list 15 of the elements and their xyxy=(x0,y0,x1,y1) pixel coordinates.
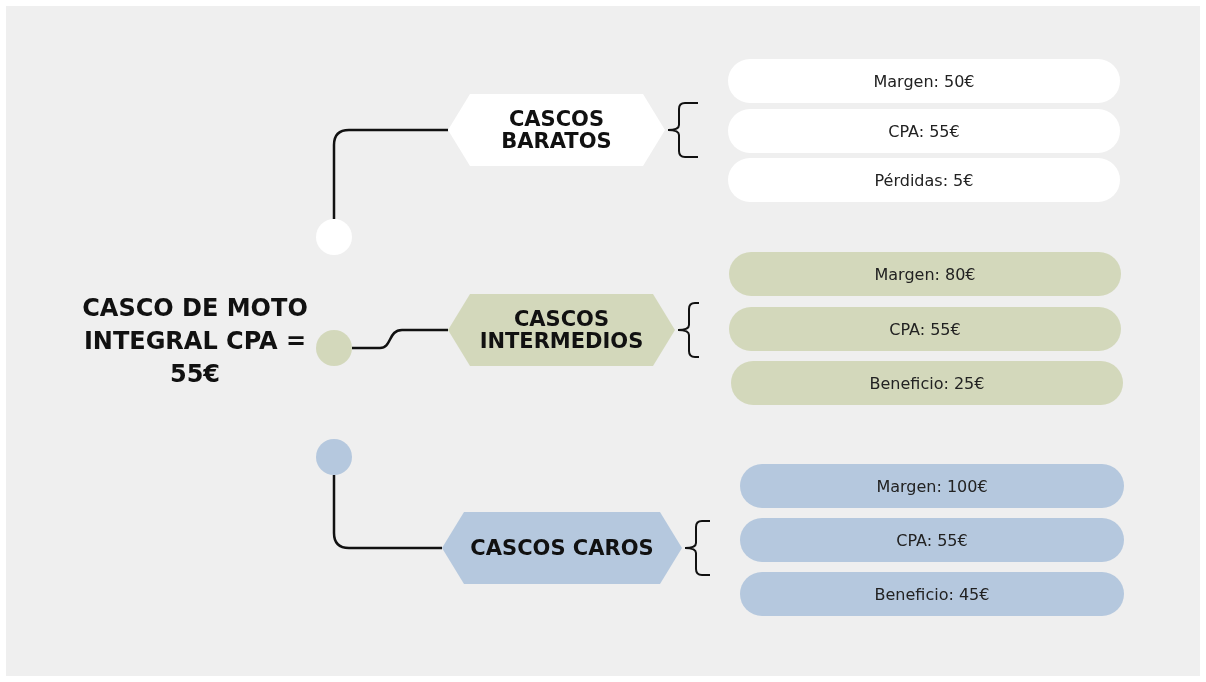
value-pill: Margen: 50€ xyxy=(728,59,1120,103)
value-pill: CPA: 55€ xyxy=(740,518,1124,562)
connector-line xyxy=(332,475,442,550)
value-pill: Margen: 100€ xyxy=(740,464,1124,508)
heading: CASCO DE MOTO INTEGRAL CPA = 55€ xyxy=(81,293,309,390)
value-pill: Beneficio: 45€ xyxy=(740,572,1124,616)
value-pill: Beneficio: 25€ xyxy=(731,361,1123,405)
value-pill: Margen: 80€ xyxy=(729,252,1121,296)
value-pill: CPA: 55€ xyxy=(728,109,1120,153)
value-pill: CPA: 55€ xyxy=(729,307,1121,351)
category-hexagon: CASCOS CAROS xyxy=(442,512,682,584)
value-pill: Pérdidas: 5€ xyxy=(728,158,1120,202)
connector-line xyxy=(332,128,448,219)
connector-line xyxy=(352,328,448,350)
category-hexagon: CASCOS BARATOS xyxy=(448,94,665,166)
